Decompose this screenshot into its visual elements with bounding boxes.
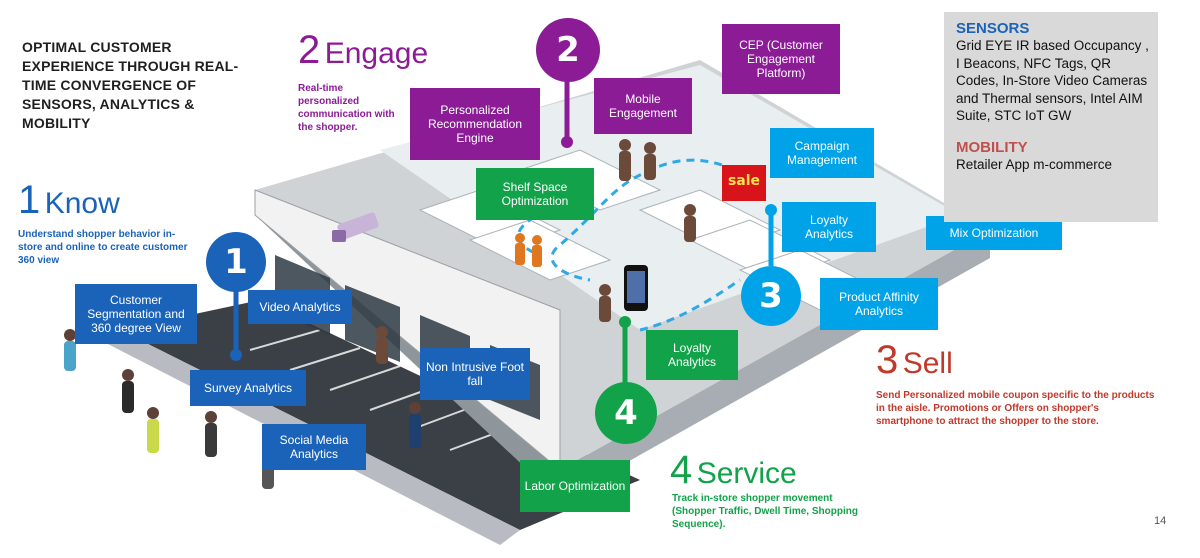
step-engage-description: Real-time personalized communication wit…: [298, 83, 395, 133]
label-survey-analytics: Survey Analytics: [190, 370, 306, 406]
label-video-analytics: Video Analytics: [248, 290, 352, 324]
label-labor-optimization: Labor Optimization: [520, 460, 630, 512]
step-sell-number: 3: [876, 338, 899, 382]
label-cep: CEP (Customer Engagement Platform): [722, 24, 840, 94]
label-campaign-management: Campaign Management: [770, 128, 874, 178]
step-service-heading: 4 Service: [670, 450, 797, 494]
step-engage-number: 2: [298, 28, 321, 72]
label-personalized-recommendation: Personalized Recommendation Engine: [410, 88, 540, 160]
step-sell-title: Sell: [902, 347, 953, 380]
step-service-title: Service: [696, 457, 797, 490]
label-product-affinity-analytics: Product Affinity Analytics: [820, 278, 938, 330]
label-loyalty-analytics-upper: Loyalty Analytics: [782, 202, 876, 252]
step-service-description: Track in-store shopper movement (Shopper…: [672, 493, 858, 530]
label-loyalty-analytics-lower: Loyalty Analytics: [646, 330, 738, 380]
step-sell-heading: 3 Sell: [876, 340, 953, 384]
step-sell-description: Send Personalized mobile coupon specific…: [876, 390, 1155, 427]
sale-sign: sale: [727, 173, 761, 189]
marker-1: 1: [206, 232, 266, 292]
label-social-media-analytics: Social Media Analytics: [262, 424, 366, 470]
step-know-title: Know: [44, 187, 120, 220]
marker-2: 2: [536, 18, 600, 82]
step-engage-heading: 2 Engage: [298, 30, 428, 74]
marker-4: 4: [595, 382, 657, 444]
marker-3: 3: [741, 266, 801, 326]
label-non-intrusive-footfall: Non Intrusive Foot fall: [420, 348, 530, 400]
step-know-heading: 1 Know: [18, 180, 120, 224]
label-mobile-engagement: Mobile Engagement: [594, 78, 692, 134]
step-engage-title: Engage: [324, 37, 429, 70]
mobility-heading: MOBILITY: [956, 138, 1028, 156]
sensors-text: Grid EYE IR based Occupancy , I Beacons,…: [956, 38, 1149, 123]
sensors-heading: SENSORS: [956, 20, 1030, 37]
label-shelf-space-optimization: Shelf Space Optimization: [476, 168, 594, 220]
sensors-panel: SENSORS Grid EYE IR based Occupancy , I …: [944, 12, 1158, 222]
step-service-number: 4: [670, 448, 693, 492]
page-title: OPTIMAL CUSTOMER EXPERIENCE THROUGH REAL…: [22, 39, 239, 131]
step-know-description: Understand shopper behavior in-store and…: [18, 229, 188, 266]
mobility-text: Retailer App m-commerce: [956, 156, 1113, 172]
label-customer-segmentation: Customer Segmentation and 360 degree Vie…: [75, 284, 197, 344]
page-number: 14: [1154, 515, 1167, 527]
step-know-number: 1: [18, 178, 41, 222]
